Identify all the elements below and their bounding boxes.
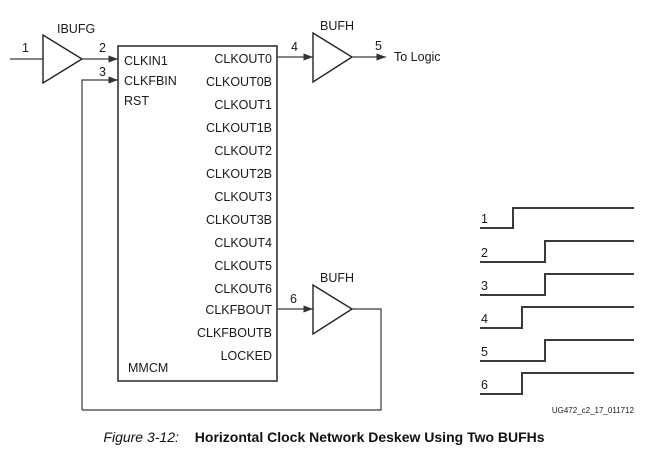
mmcm-label: MMCM: [128, 361, 168, 375]
ibufg-buffer-icon: [42, 33, 84, 85]
mmcm-output-port: CLKOUT4: [214, 236, 272, 250]
bufh-output-label: BUFH: [320, 19, 354, 33]
feedback-loop-wire: [82, 308, 382, 411]
mmcm-input-rst: RST: [124, 94, 149, 108]
mmcm-output-port: CLKOUT5: [214, 259, 272, 273]
waveform-label-5: 5: [481, 345, 488, 359]
node-label-5: 5: [375, 39, 382, 53]
ibufg-label: IBUFG: [57, 22, 95, 36]
to-logic-label: To Logic: [394, 50, 441, 64]
bufh-output-buffer-icon: [312, 31, 354, 84]
node-label-2: 2: [99, 41, 106, 55]
mmcm-input-clkin1: CLKIN1: [124, 54, 168, 68]
node-label-3: 3: [99, 65, 106, 79]
wire-3-feedback: [81, 76, 118, 410]
mmcm-outputs: CLKOUT0 CLKOUT0B CLKOUT1 CLKOUT1B CLKOUT…: [197, 52, 272, 363]
mmcm-output-port: CLKOUT2B: [206, 167, 272, 181]
mmcm-output-port: LOCKED: [221, 349, 272, 363]
mmcm-block: [117, 45, 278, 382]
mmcm-output-port: CLKFBOUTB: [197, 326, 272, 340]
figure-id: UG472_c2_17_011712: [552, 406, 635, 415]
bufh-feedback-buffer-icon: [312, 283, 354, 336]
node-label-4: 4: [291, 40, 298, 54]
mmcm-output-port: CLKOUT1: [214, 98, 272, 112]
mmcm-output-port: CLKOUT2: [214, 144, 272, 158]
node-label-6: 6: [290, 292, 297, 306]
mmcm-output-port: CLKOUT0: [214, 52, 272, 66]
waveform-2: [480, 240, 634, 263]
waveform-label-3: 3: [481, 279, 488, 293]
bufh-feedback-label: BUFH: [320, 271, 354, 285]
mmcm-output-port: CLKOUT0B: [206, 75, 272, 89]
waveform-label-4: 4: [481, 312, 488, 326]
mmcm-output-port: CLKOUT1B: [206, 121, 272, 135]
mmcm-output-port: CLKOUT3B: [206, 213, 272, 227]
waveform-label-1: 1: [481, 212, 488, 226]
timing-waveforms: 1 2 3 4 5 6: [480, 207, 634, 395]
figure-caption: Figure 3-12: Horizontal Clock Network De…: [0, 429, 648, 445]
waveform-3: [480, 273, 634, 296]
mmcm-output-port: CLKFBOUT: [205, 303, 272, 317]
figure-title: Horizontal Clock Network Deskew Using Tw…: [194, 429, 545, 445]
figure-number: Figure 3-12:: [103, 429, 179, 445]
waveform-6: [480, 372, 634, 395]
waveform-label-6: 6: [481, 378, 488, 392]
waveform-5: [480, 339, 634, 362]
waveform-label-2: 2: [481, 246, 488, 260]
waveform-1: [480, 207, 634, 229]
node-label-1: 1: [22, 41, 29, 55]
waveform-4: [480, 306, 634, 329]
mmcm-output-port: CLKOUT3: [214, 190, 272, 204]
mmcm-output-port: CLKOUT6: [214, 282, 272, 296]
mmcm-input-clkfbin: CLKFBIN: [124, 74, 177, 88]
